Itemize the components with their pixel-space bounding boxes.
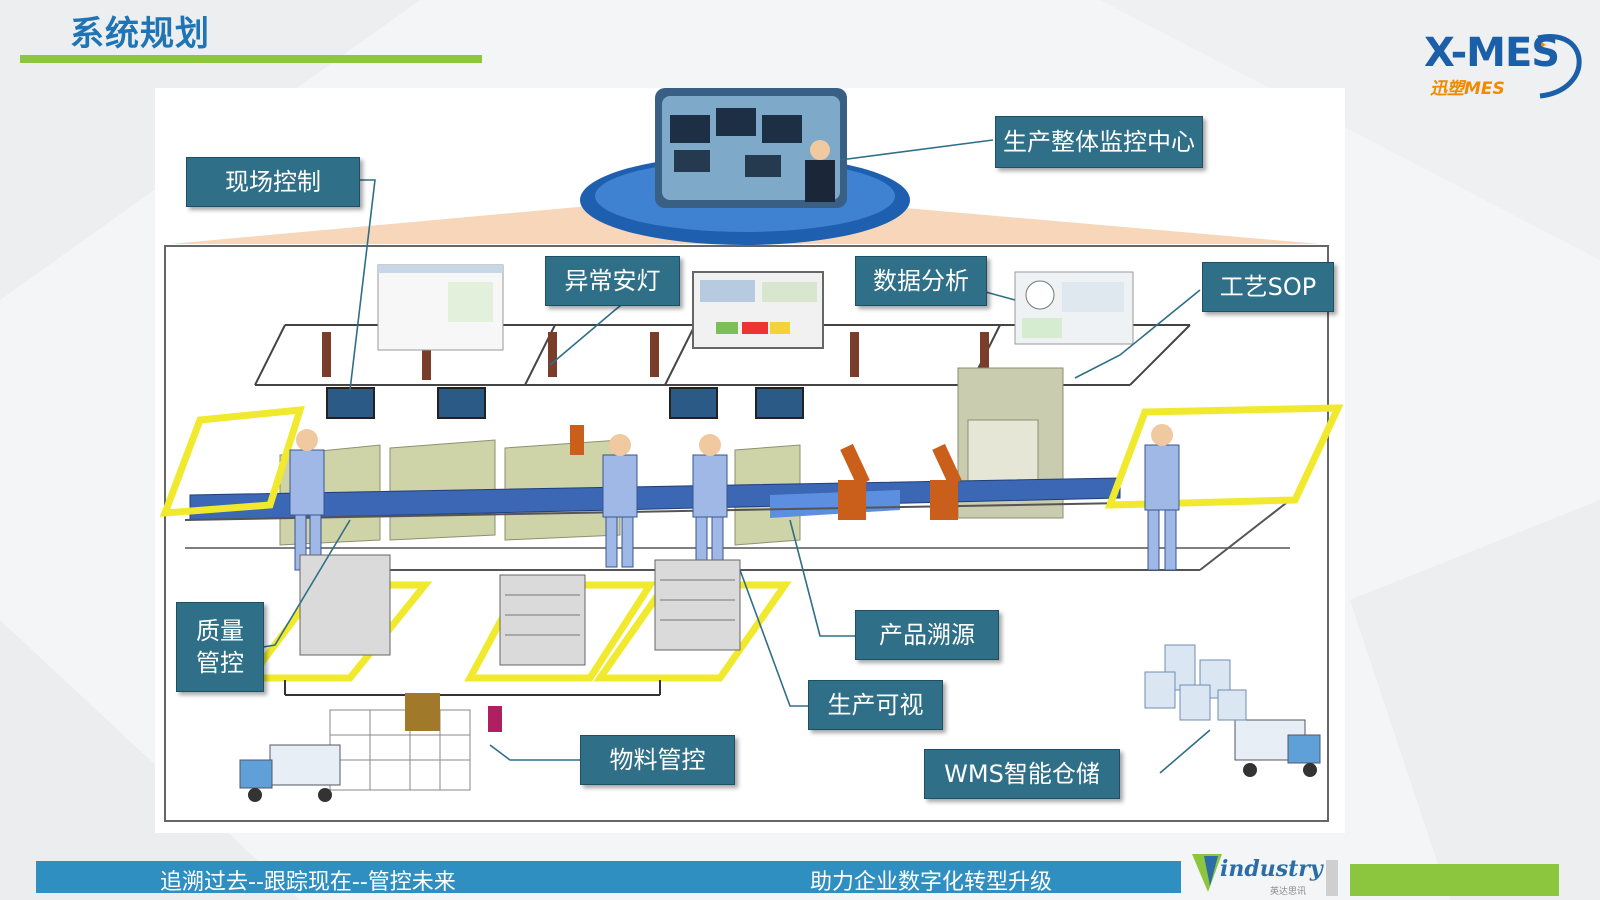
worker-icon	[289, 424, 1180, 571]
terminal-monitor-icon	[326, 387, 804, 419]
footer-accent-bar	[1350, 864, 1559, 896]
footer-divider	[1326, 860, 1338, 896]
label-andon: 异常安灯	[545, 256, 680, 306]
label-data-analysis: 数据分析	[855, 256, 987, 306]
label-traceability: 产品溯源	[855, 610, 999, 660]
logo-text: X-MES	[1424, 30, 1560, 76]
data-analysis-screen-icon	[1014, 271, 1134, 345]
andon-tower-icon	[322, 332, 989, 380]
label-monitor-center: 生产整体监控中心	[995, 116, 1203, 168]
brand-text: industry	[1220, 856, 1323, 882]
field-control-screen-icon	[377, 264, 504, 351]
xmes-logo: ✦ X-MES 迅塑MES	[1420, 30, 1590, 100]
andon-dashboard-icon	[692, 271, 824, 349]
label-quality-line2: 管控	[196, 649, 244, 677]
title-underline	[20, 55, 482, 63]
building-icon	[1144, 644, 1247, 721]
logo-swoosh-icon: ✦	[1536, 34, 1582, 99]
label-process-sop: 工艺SOP	[1202, 262, 1334, 312]
label-quality-line1: 质量	[196, 616, 244, 645]
label-wms: WMS智能仓储	[924, 749, 1120, 799]
footer-tagline: 助力企业数字化转型升级	[810, 870, 1053, 895]
monitoring-center-icon	[170, 88, 1320, 245]
svg-text:✦: ✦	[1536, 38, 1548, 54]
industry-logo-icon	[1192, 854, 1222, 892]
label-visibility: 生产可视	[808, 680, 943, 730]
page-title: 系统规划	[70, 14, 210, 54]
cart-icon	[299, 554, 741, 666]
footer-bar	[36, 861, 1181, 893]
brand-subtext: 英达思讯	[1270, 887, 1307, 897]
logo-subtext: 迅塑MES	[1430, 79, 1505, 99]
robot-arm-icon	[570, 425, 962, 520]
footer-slogan: 追溯过去--跟踪现在--管控未来	[160, 870, 456, 895]
label-material-control: 物料管控	[580, 735, 735, 785]
label-field-control: 现场控制	[186, 157, 360, 207]
truck-icon	[239, 719, 1321, 802]
warehouse-rack-icon	[329, 709, 471, 791]
label-quality-control: 质量 管控	[176, 602, 264, 692]
